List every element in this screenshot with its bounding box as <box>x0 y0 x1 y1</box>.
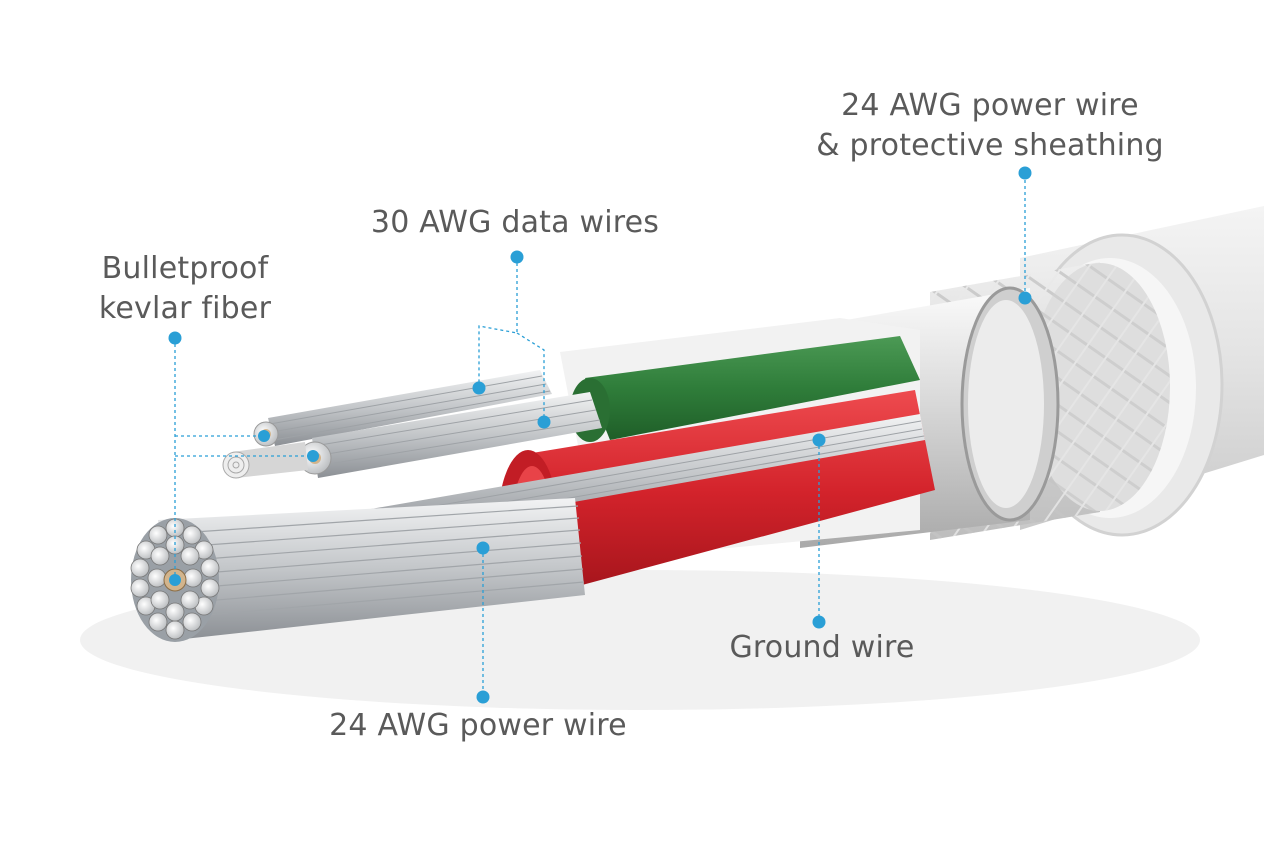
callout-dot-data <box>510 250 524 264</box>
callout-dots <box>168 166 1032 704</box>
kevlar-fiber <box>222 442 308 479</box>
label-data-wires-text: 30 AWG data wires <box>370 205 660 240</box>
callout-dot-sheath <box>1018 166 1032 180</box>
callout-dot-power-target <box>476 541 490 555</box>
label-power-wire-text: 24 AWG power wire <box>329 708 627 743</box>
callout-dot-ground-target <box>812 433 826 447</box>
callout-dot-kevlar <box>168 331 182 345</box>
label-power-wire: 24 AWG power wire <box>318 706 638 746</box>
callout-dot-data-lower <box>537 415 551 429</box>
label-kevlar-fiber: Bulletproof kevlar fiber <box>90 249 280 329</box>
label-ground-wire: Ground wire <box>722 628 922 668</box>
label-data-wires: 30 AWG data wires <box>360 203 670 243</box>
power-wire-strands <box>130 498 585 642</box>
label-sheath-line2: & protective sheathing <box>816 128 1164 163</box>
callout-dot-kevlar-b <box>307 450 319 462</box>
label-kevlar-line1: Bulletproof <box>101 251 269 286</box>
callout-line-data-upper <box>478 257 518 388</box>
callout-dot-kevlar-c <box>169 574 181 586</box>
callout-line-data-lower <box>516 332 545 422</box>
callout-lines <box>174 174 1026 697</box>
label-ground-wire-text: Ground wire <box>729 630 915 665</box>
label-power-wire-sheathing: 24 AWG power wire & protective sheathing <box>790 86 1190 166</box>
callout-dot-kevlar-a <box>258 430 270 442</box>
label-sheath-line1: 24 AWG power wire <box>841 88 1139 123</box>
label-kevlar-line2: kevlar fiber <box>98 291 272 326</box>
callout-dot-data-upper <box>472 381 486 395</box>
callout-line-kevlar-branch <box>175 435 313 457</box>
callout-dot-sheath-target <box>1018 291 1032 305</box>
callout-dot-power <box>476 690 490 704</box>
callout-dot-ground <box>812 615 826 629</box>
